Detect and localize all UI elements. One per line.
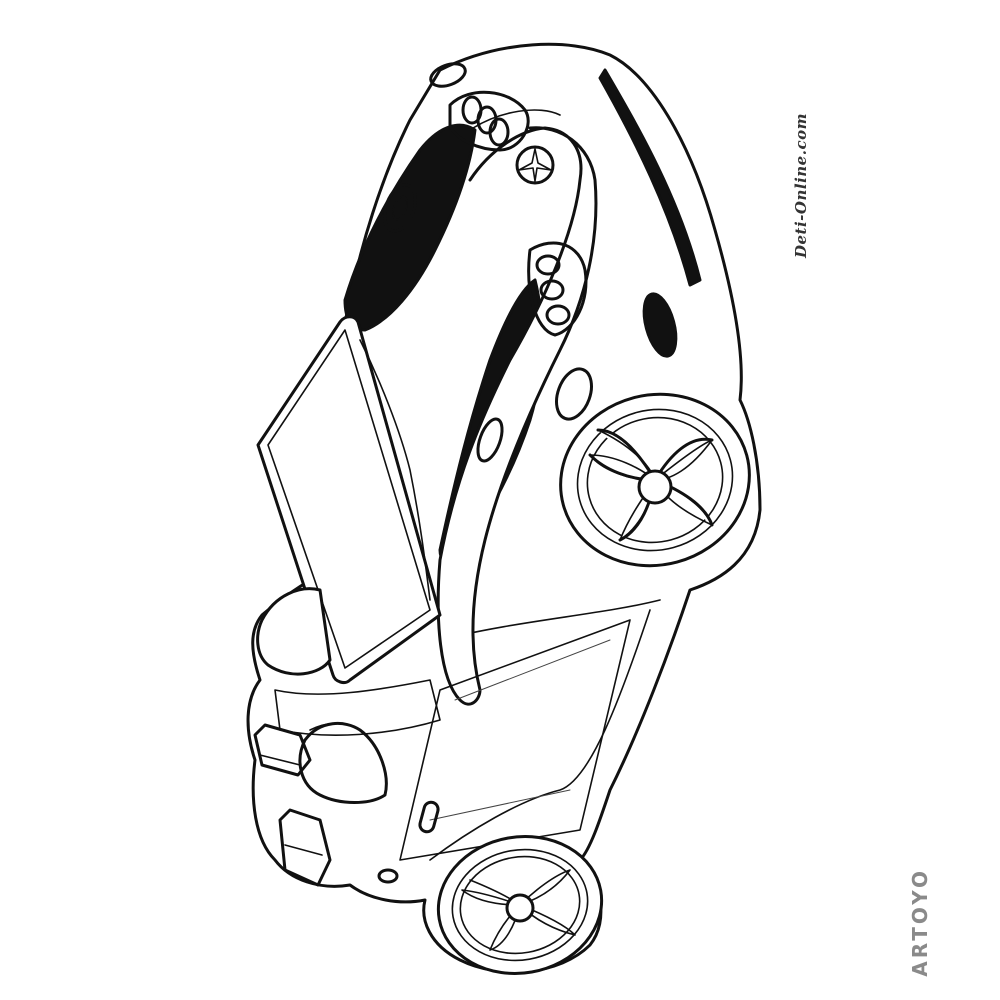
rear-light xyxy=(418,800,440,834)
watermark-artoyo: ARTOYO xyxy=(905,868,935,978)
intake-lower-2 xyxy=(539,279,565,301)
gullwing-door xyxy=(256,315,442,684)
exhaust-lower xyxy=(278,808,332,887)
watermark-artoyo-text: ARTOYO xyxy=(908,868,932,977)
fog-light-left xyxy=(382,183,418,233)
emblem-circle xyxy=(515,145,555,185)
fog-light-right xyxy=(476,417,504,463)
watermark-deti-online: Deti-Online.com xyxy=(792,113,810,258)
grille-left xyxy=(343,123,477,332)
seat-front xyxy=(256,587,332,676)
rear-wheel xyxy=(436,835,604,975)
intake-lower-3 xyxy=(545,304,571,326)
intake-upper-frame xyxy=(448,90,530,152)
intake-lower-1 xyxy=(535,254,561,276)
exhaust-upper xyxy=(253,723,312,777)
side-marker xyxy=(555,367,593,421)
intake-upper-3 xyxy=(488,117,510,147)
rear-reflector xyxy=(377,868,399,884)
rear-deck xyxy=(399,619,631,861)
intake-lower-frame xyxy=(527,241,588,337)
emblem-star-icon xyxy=(518,148,552,182)
side-mirror xyxy=(429,62,467,88)
headlight-slit xyxy=(598,68,702,287)
front-wheel xyxy=(559,392,751,568)
cabin-rail xyxy=(274,679,441,736)
headlight-oval xyxy=(642,292,678,358)
body-crease xyxy=(429,609,651,861)
bonnet-ridge xyxy=(436,126,598,706)
windshield-line xyxy=(359,339,431,601)
